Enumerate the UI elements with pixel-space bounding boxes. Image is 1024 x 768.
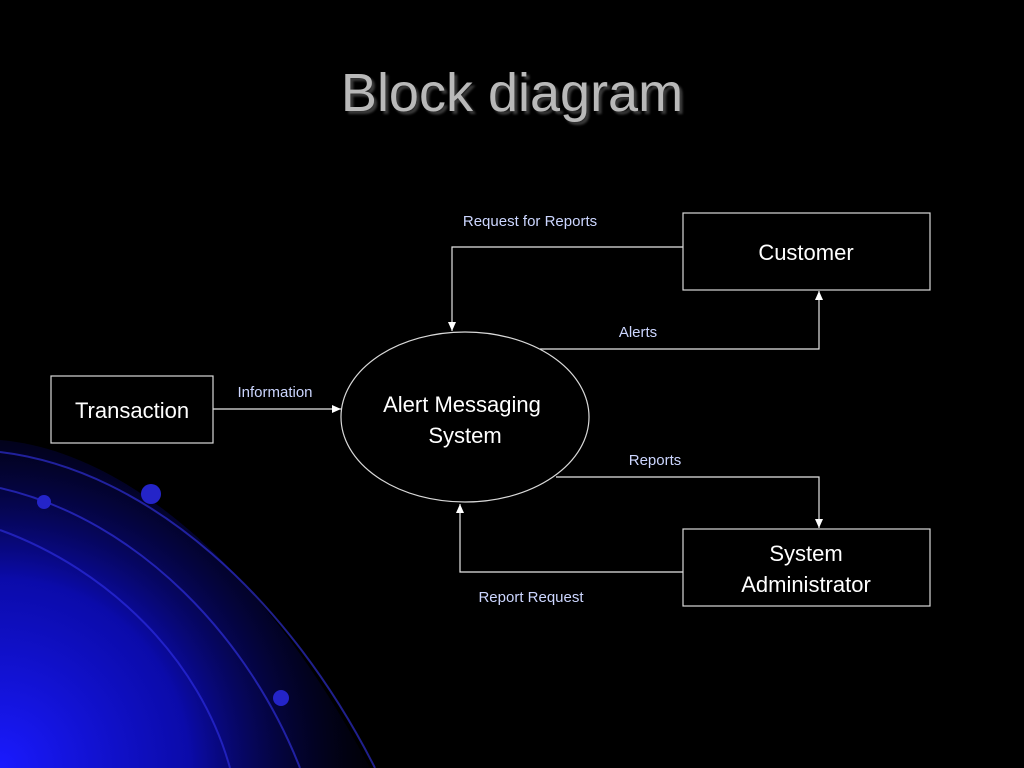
node-alert-messaging-system: Alert Messaging System [340,331,590,503]
background-glow [0,440,370,768]
background-arc [0,529,231,768]
node-ams-label-line1: Alert Messaging [383,392,541,417]
edge-label-report-request: Report Request [478,589,584,606]
background-arc [0,451,376,768]
node-transaction-label: Transaction [75,398,189,423]
node-system-administrator: System Administrator [682,528,931,607]
background-dot [141,484,161,504]
edge-report-request [456,504,683,573]
edge-label-request-for-reports: Request for Reports [463,213,597,230]
node-customer: Customer [682,212,931,291]
edge-alerts [540,291,823,350]
node-customer-label: Customer [758,240,853,265]
edge-reports [556,476,823,528]
background-dot [273,690,289,706]
node-sysadmin-label-line1: System [769,541,842,566]
node-ams-label-line2: System [428,423,501,448]
edge-label-reports: Reports [629,452,682,469]
node-sysadmin-label-line2: Administrator [741,572,871,597]
edge-label-information: Information [237,384,312,401]
background-dot [37,495,51,509]
background-arc [0,487,301,768]
edge-request-for-reports [448,246,683,331]
slide-title: Block diagram [340,63,684,123]
node-transaction: Transaction [50,375,214,444]
edge-label-alerts: Alerts [619,324,657,341]
